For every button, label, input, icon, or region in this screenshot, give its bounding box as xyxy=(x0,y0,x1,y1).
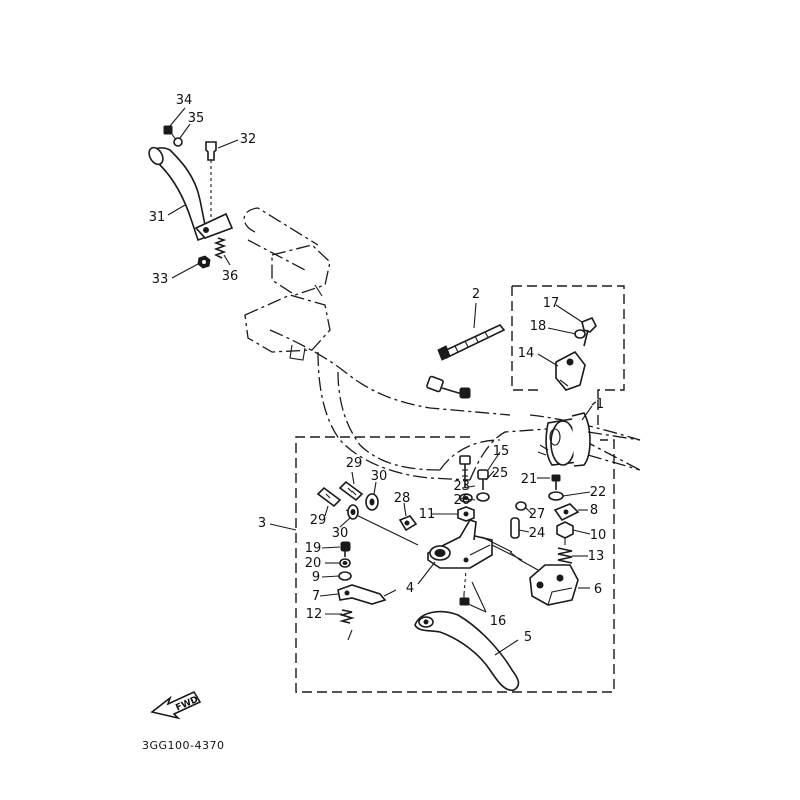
spring-36 xyxy=(213,237,227,259)
label-29-upper: 29 xyxy=(346,456,363,471)
label-3: 3 xyxy=(258,516,266,531)
washer-30b xyxy=(347,504,359,520)
label-11: 11 xyxy=(419,507,436,522)
label-22: 22 xyxy=(590,485,607,500)
label-30-lower: 30 xyxy=(332,526,349,541)
label-20: 20 xyxy=(305,556,322,571)
screw-21 xyxy=(551,474,561,490)
bolt-25 xyxy=(477,469,489,490)
label-29-lower: 29 xyxy=(310,513,327,528)
callout-box-upper xyxy=(511,285,625,406)
label-10: 10 xyxy=(590,528,607,543)
label-8: 8 xyxy=(590,503,598,518)
washer-30a xyxy=(365,493,379,511)
label-26: 26 xyxy=(453,493,470,508)
label-1: 1 xyxy=(596,397,604,412)
collar-28 xyxy=(398,515,418,532)
label-19: 19 xyxy=(305,541,322,556)
label-34: 34 xyxy=(176,93,193,108)
label-32: 32 xyxy=(240,132,257,147)
washer-25b xyxy=(476,492,490,502)
label-17: 17 xyxy=(543,296,560,311)
label-27: 27 xyxy=(529,507,546,522)
spring-12 xyxy=(338,609,355,624)
washer-20 xyxy=(339,558,351,568)
label-13: 13 xyxy=(588,549,605,564)
bracket-14 xyxy=(555,350,586,391)
bolt-34 xyxy=(163,125,183,147)
screw-17 xyxy=(581,316,597,347)
fwd-label: FWD xyxy=(174,695,200,714)
label-15: 15 xyxy=(493,444,510,459)
spring-13 xyxy=(557,547,573,564)
cable-band-2 xyxy=(437,324,506,361)
fwd-arrow-icon: FWD xyxy=(150,690,202,720)
nut-11 xyxy=(457,506,475,522)
leader-lines xyxy=(167,107,593,656)
washer-22 xyxy=(548,491,564,501)
label-14: 14 xyxy=(518,346,535,361)
label-9: 9 xyxy=(312,570,320,585)
nut-10 xyxy=(556,521,574,545)
label-23: 23 xyxy=(453,479,470,494)
part-labels: 34 35 32 31 33 36 2 17 18 14 1 3 15 25 2… xyxy=(149,93,607,645)
pivot-bolt-32 xyxy=(205,141,217,220)
callout-box-lower xyxy=(295,436,615,693)
clutch-lever-31 xyxy=(148,146,234,242)
washer-18 xyxy=(574,329,586,339)
nut-33 xyxy=(197,255,211,269)
label-2: 2 xyxy=(472,287,480,302)
label-5: 5 xyxy=(524,630,532,645)
label-12: 12 xyxy=(306,607,323,622)
screw-29a xyxy=(338,480,364,502)
label-18: 18 xyxy=(530,319,547,334)
right-grip-housing-1 xyxy=(537,412,641,471)
label-21: 21 xyxy=(521,472,538,487)
bolt-19 xyxy=(340,541,351,557)
label-7: 7 xyxy=(312,589,320,604)
clip-27 xyxy=(515,501,527,511)
screw-29b xyxy=(316,486,342,508)
label-31: 31 xyxy=(149,210,166,225)
drawing-code: 3GG100-4370 xyxy=(142,739,225,752)
bolt-23 xyxy=(459,455,471,488)
label-35: 35 xyxy=(188,111,205,126)
label-4: 4 xyxy=(406,581,414,596)
label-33: 33 xyxy=(152,272,169,287)
label-36: 36 xyxy=(222,269,239,284)
left-switch-housing xyxy=(244,244,331,361)
label-24: 24 xyxy=(529,526,546,541)
label-6: 6 xyxy=(594,582,602,597)
label-28: 28 xyxy=(394,491,411,506)
label-30-upper: 30 xyxy=(371,469,388,484)
connector-plug xyxy=(426,375,471,399)
lever-holder-4 xyxy=(427,519,493,569)
brake-lever-5 xyxy=(414,610,520,692)
pin-24 xyxy=(510,517,520,539)
plate-8 xyxy=(553,503,580,522)
washer-9 xyxy=(338,571,352,581)
arm-7 xyxy=(337,584,387,605)
label-25: 25 xyxy=(492,466,509,481)
label-16: 16 xyxy=(490,614,507,629)
switch-body-6 xyxy=(481,536,579,606)
